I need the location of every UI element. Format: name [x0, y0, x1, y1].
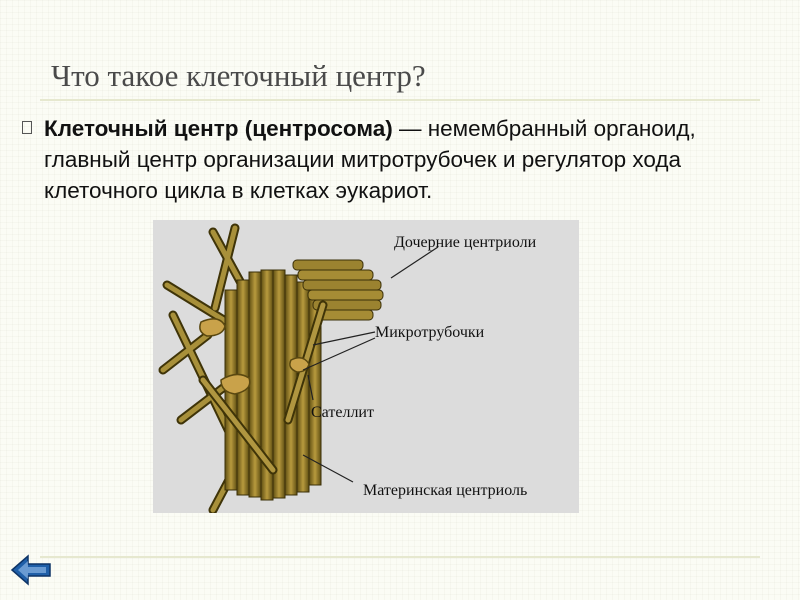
label-microtubules: Микротрубочки	[375, 324, 485, 341]
box-bullet-icon	[22, 121, 32, 134]
daughter-centrioles	[292, 259, 384, 321]
satellite-bodies	[199, 318, 310, 395]
definition-term: Клеточный центр (центросома)	[44, 116, 393, 141]
footer-divider	[40, 556, 760, 558]
label-mother-centriole: Материнская центриоль	[363, 482, 528, 499]
centrosome-figure: Дочерние центриоли Микротрубочки Сателли…	[153, 220, 579, 513]
definition-text: — немембранный органоид, главный центр о…	[44, 116, 696, 203]
definition-paragraph: Клеточный центр (центросома) — немембран…	[44, 113, 764, 206]
centrosome-illustration	[158, 223, 439, 513]
label-pointers	[302, 246, 439, 483]
label-daughter-centrioles: Дочерние центриоли	[394, 234, 537, 251]
label-satellite: Сателлит	[311, 404, 374, 421]
back-arrow-icon[interactable]	[10, 552, 52, 588]
title-divider	[40, 99, 760, 101]
slide-title: Что такое клеточный центр?	[51, 58, 426, 93]
